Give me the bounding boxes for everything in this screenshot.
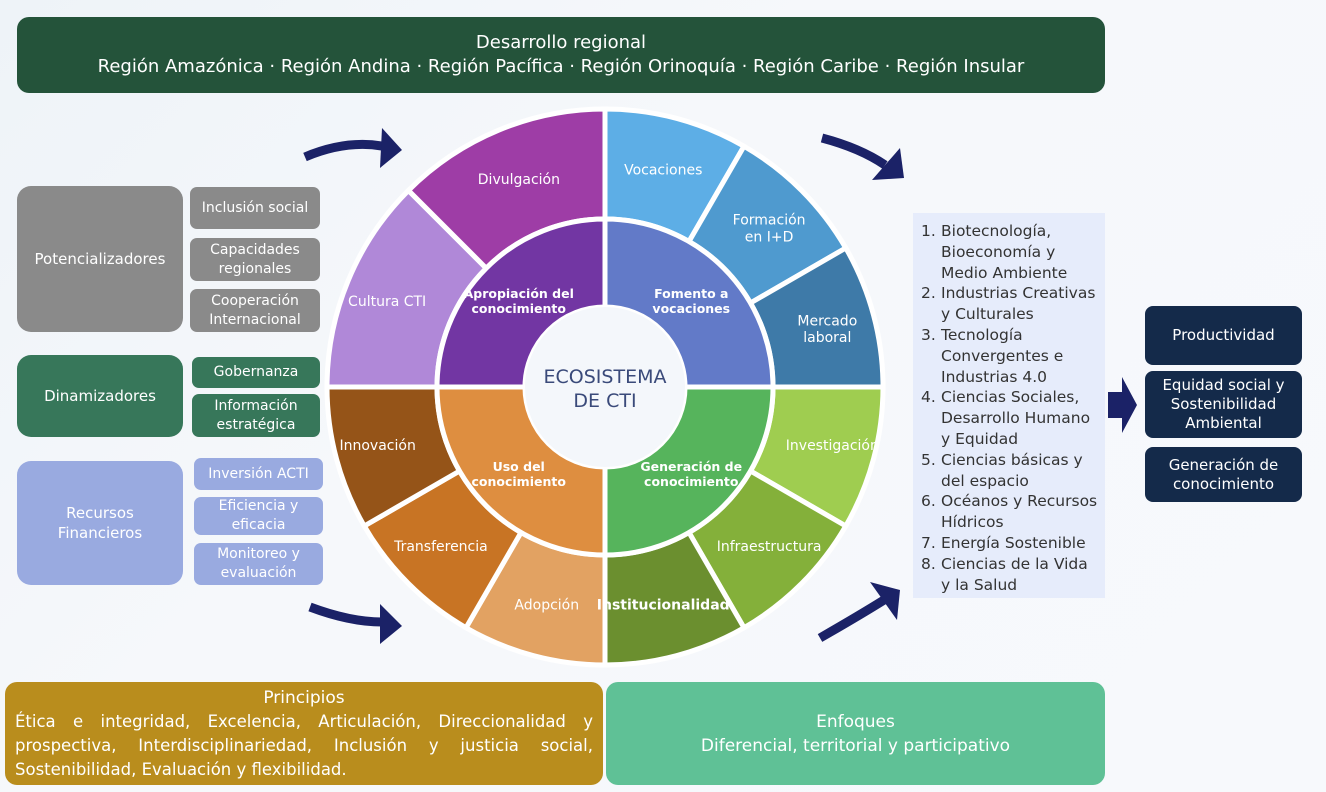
- mission-number: 6.: [921, 492, 936, 511]
- arrow-right-icon: [1108, 377, 1137, 433]
- group-recursos-financieros: Recursos Financieros: [17, 461, 183, 585]
- result-label: Generación de conocimiento: [1168, 455, 1279, 493]
- group-label: Dinamizadores: [44, 387, 156, 405]
- item-label: Eficiencia y eficacia: [218, 498, 299, 533]
- arrow-bottom-right-icon: [817, 582, 900, 642]
- mission-text: Energía Sostenible: [941, 533, 1086, 552]
- item-cooperacion-internacional: Cooperación Internacional: [190, 289, 320, 332]
- item-label: Monitoreo y evaluación: [217, 546, 300, 581]
- item-inclusion-social: Inclusión social: [190, 187, 320, 229]
- banner-title: Desarrollo regional: [475, 32, 647, 53]
- item-label: Gobernanza: [213, 364, 299, 380]
- mission-number: 8.: [921, 554, 936, 573]
- enfoques-title: Enfoques: [816, 711, 895, 732]
- inner-segment-3: [434, 216, 608, 390]
- mission-item: 6. Océanos y Recursos Hídricos: [921, 491, 1105, 533]
- missions-list: 1. Biotecnología, Bioeconomía y Medio Amb…: [913, 213, 1105, 598]
- outer-label: Vocaciones: [624, 163, 702, 179]
- mission-text: Biotecnología, Bioeconomía y Medio Ambie…: [941, 222, 1068, 282]
- mission-item: 7. Energía Sostenible: [921, 533, 1105, 554]
- mission-number: 2.: [921, 284, 936, 303]
- result-generacion-conocimiento: Generación de conocimiento: [1145, 447, 1302, 502]
- mission-text: Ciencias de la Vida y la Salud: [941, 554, 1088, 594]
- mission-item: 5. Ciencias básicas y del espacio: [921, 450, 1105, 492]
- mission-item: 3. Tecnología Convergentes e Industrias 4…: [921, 325, 1105, 387]
- item-inversion-acti: Inversión ACTI: [194, 458, 323, 490]
- item-label: Inversión ACTI: [208, 465, 309, 482]
- arrow-top-right-icon: [820, 133, 904, 180]
- outer-label: Infraestructura: [717, 539, 822, 555]
- enfoques-text: Diferencial, territorial y participativo: [700, 735, 1011, 756]
- mission-item: 4. Ciencias Sociales, Desarrollo Humano y…: [921, 387, 1105, 449]
- item-gobernanza: Gobernanza: [192, 357, 320, 388]
- wheel-center: [525, 307, 685, 467]
- item-label: Capacidades regionales: [210, 241, 300, 277]
- inner-segment-1: [602, 384, 776, 558]
- banner-regions: Región Amazónica · Región Andina · Regió…: [97, 56, 1025, 77]
- group-dinamizadores: Dinamizadores: [17, 355, 183, 437]
- group-label: Recursos Financieros: [57, 504, 143, 542]
- item-eficiencia-eficacia: Eficiencia y eficacia: [194, 497, 323, 535]
- outer-label: Adopción: [514, 597, 579, 613]
- outer-label: Divulgación: [478, 172, 560, 188]
- item-label: Cooperación Internacional: [209, 292, 301, 328]
- principios-text: Ética e integridad, Excelencia, Articula…: [15, 712, 593, 779]
- outer-label: Institucionalidad: [597, 597, 730, 613]
- mission-text: Industrias Creativas y Culturales: [941, 284, 1096, 324]
- item-capacidades-regionales: Capacidades regionales: [190, 238, 320, 281]
- arrow-bottom-left-icon: [308, 602, 402, 644]
- principios-box: Principios Ética e integridad, Excelenci…: [5, 682, 603, 785]
- mission-text: Océanos y Recursos Hídricos: [941, 492, 1098, 532]
- mission-item: 2. Industrias Creativas y Culturales: [921, 283, 1105, 325]
- item-informacion-estrategica: Información estratégica: [192, 394, 320, 437]
- result-label: Equidad social y Sostenibilidad Ambienta…: [1162, 376, 1285, 432]
- mission-text: Ciencias Sociales, Desarrollo Humano y E…: [941, 388, 1091, 448]
- item-label: Información estratégica: [214, 397, 298, 433]
- mission-number: 5.: [921, 450, 936, 469]
- mission-number: 3.: [921, 325, 936, 344]
- outer-label: Innovación: [339, 438, 415, 454]
- regional-development-banner: Desarrollo regional Región Amazónica · R…: [17, 17, 1105, 93]
- mission-item: 8. Ciencias de la Vida y la Salud: [921, 554, 1105, 596]
- item-monitoreo-evaluacion: Monitoreo y evaluación: [194, 543, 323, 585]
- result-productividad: Productividad: [1145, 306, 1302, 365]
- principios-title: Principios: [263, 688, 345, 708]
- arrow-top-left-icon: [303, 128, 402, 168]
- mission-number: 7.: [921, 533, 936, 552]
- result-label: Productividad: [1172, 326, 1275, 344]
- outer-label: Cultura CTI: [348, 294, 426, 310]
- group-label: Potencializadores: [34, 250, 166, 268]
- mission-text: Ciencias básicas y del espacio: [941, 450, 1083, 490]
- mission-number: 4.: [921, 388, 936, 407]
- result-equidad-sostenibilidad: Equidad social y Sostenibilidad Ambienta…: [1145, 371, 1302, 438]
- enfoques-box: Enfoques Diferencial, territorial y part…: [606, 682, 1105, 785]
- item-label: Inclusión social: [201, 199, 309, 216]
- group-potencializadores: Potencializadores: [17, 186, 183, 332]
- mission-item: 1. Biotecnología, Bioeconomía y Medio Amb…: [921, 221, 1105, 283]
- mission-text: Tecnología Convergentes e Industrias 4.0: [941, 325, 1064, 386]
- mission-number: 1.: [921, 222, 936, 240]
- outer-label: Transferencia: [393, 539, 488, 555]
- outer-label: Investigación: [786, 438, 879, 454]
